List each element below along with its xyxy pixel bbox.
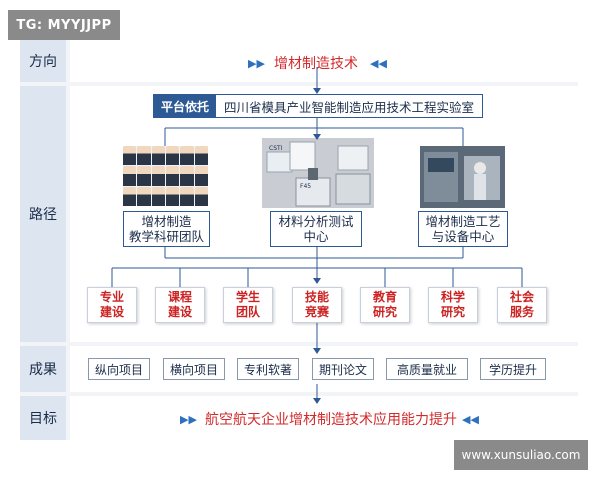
platform-name: 四川省模具产业智能制造应用技术工程实验室	[223, 99, 474, 115]
task-box-science-research: 科学研究	[428, 287, 478, 323]
lab-equipment-photo: CSTI F45	[262, 138, 374, 208]
triangle-left-icon: ◀◀	[462, 413, 479, 426]
watermark-bottom-right: www.xunsuliao.com	[454, 440, 588, 470]
center-box-team: 增材制造教学科研团队	[123, 211, 210, 247]
triangle-right-icon: ▶▶	[180, 413, 197, 426]
result-patent: 专利软著	[237, 358, 299, 380]
row-label-results: 成果	[20, 346, 66, 392]
platform-box: 平台依托 四川省模具产业智能制造应用技术工程实验室	[153, 94, 483, 118]
triangle-right-icon: ▶▶	[248, 57, 265, 70]
result-vertical-project: 纵向项目	[88, 358, 150, 380]
result-degree: 学历提升	[480, 358, 546, 380]
platform-tag: 平台依托	[154, 95, 216, 117]
result-horizontal-project: 横向项目	[163, 358, 225, 380]
task-box-student-team: 学生团队	[223, 287, 273, 323]
lab-label-2: F45	[300, 183, 311, 190]
triangle-left-icon: ◀◀	[370, 57, 387, 70]
task-box-major: 专业建设	[87, 287, 137, 323]
row-label-direction: 方向	[20, 40, 66, 82]
result-employment: 高质量就业	[386, 358, 468, 380]
row-label-path: 路径	[20, 86, 66, 342]
task-box-education-research: 教育研究	[360, 287, 410, 323]
goal-row	[70, 396, 578, 440]
task-box-social-service: 社会服务	[497, 287, 547, 323]
process-center-photo	[420, 146, 505, 208]
direction-row	[70, 40, 578, 82]
center-box-analysis: 材料分析测试中心	[270, 211, 362, 247]
task-box-skills: 技能竞赛	[292, 287, 342, 323]
goal-title: 航空航天企业增材制造技术应用能力提升	[205, 412, 457, 428]
center-box-process: 增材制造工艺与设备中心	[418, 211, 508, 247]
watermark-top-left: TG: MYYJJPP	[8, 10, 120, 40]
team-photo	[123, 146, 208, 206]
lab-label-1: CSTI	[269, 145, 283, 152]
direction-title: 增材制造技术	[274, 56, 358, 72]
result-journal: 期刊论文	[312, 358, 374, 380]
row-label-goal: 目标	[20, 396, 66, 440]
task-box-course: 课程建设	[155, 287, 205, 323]
